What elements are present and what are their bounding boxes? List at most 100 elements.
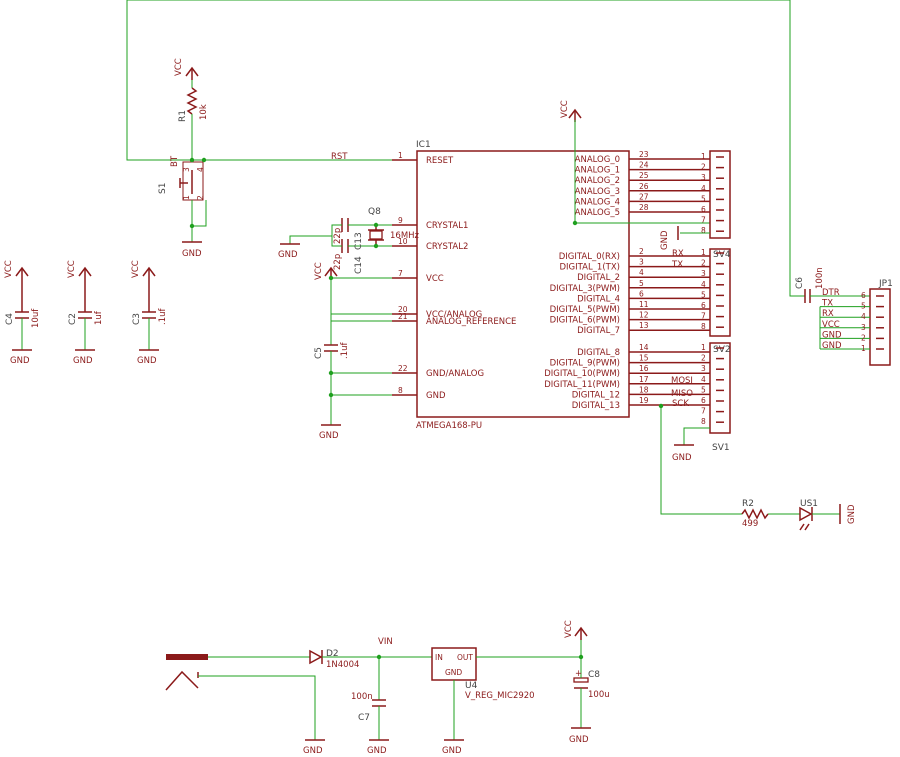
r1-resistor[interactable]: [186, 80, 198, 160]
q8-crystal[interactable]: [368, 225, 384, 246]
s1-pin-4: 4: [196, 167, 205, 172]
c3-name: C3: [132, 313, 142, 325]
ic1-pin-label: GND/ANALOG: [426, 369, 484, 379]
gnd-label-sv2: GND: [672, 453, 692, 463]
d2-diode[interactable]: [309, 649, 323, 665]
sv2-name: SV2: [713, 345, 731, 355]
ic1-pin-label: RESET: [426, 156, 454, 166]
miso-label: MISO: [671, 389, 693, 399]
ic1-pin-label: CRYSTAL2: [426, 242, 468, 252]
header-pin-number: 6: [701, 396, 706, 405]
u4-in: IN: [435, 653, 443, 662]
c4-vcc: VCC: [4, 260, 14, 278]
ic1-pin-label: ANALOG_REFERENCE: [426, 317, 516, 327]
gnd-label-c8: GND: [569, 735, 589, 745]
c6-capacitor[interactable]: [804, 289, 811, 303]
c3-capacitor[interactable]: [139, 266, 159, 351]
sv2-header[interactable]: [709, 342, 731, 434]
header-pin-number: 6: [701, 205, 706, 214]
gnd-symbol-s1: [182, 226, 202, 243]
ic1-pin-label: GND: [426, 391, 446, 401]
header-pin-number: 2: [701, 259, 706, 268]
ic1-pin-label: DIGITAL_4: [577, 294, 620, 304]
dc-jack[interactable]: [165, 654, 208, 691]
c4-value: 10uf: [31, 308, 41, 328]
jp1-pin-number: 3: [861, 323, 866, 332]
ic1-body[interactable]: [416, 150, 630, 418]
ic1-name: IC1: [416, 140, 431, 150]
r2-resistor[interactable]: [741, 508, 769, 520]
ic1-pin-label: VCC: [426, 274, 444, 284]
vcc-label-psu: VCC: [564, 620, 574, 638]
ic1-pin-number: 4: [639, 268, 644, 277]
ic1-pin-number: 12: [639, 311, 649, 320]
s1-switch[interactable]: [179, 161, 204, 201]
c6-name: C6: [795, 277, 805, 289]
r2-value: 499: [742, 519, 758, 529]
header-pin-number: 3: [701, 364, 706, 373]
c7-capacitor[interactable]: [372, 657, 386, 740]
us1-name: US1: [800, 499, 818, 509]
c2-value: 1uf: [94, 310, 104, 325]
crystal-gnd-wire: [289, 224, 342, 247]
c13-capacitor[interactable]: [341, 218, 353, 232]
c5-capacitor[interactable]: [324, 321, 338, 373]
sv-top-header[interactable]: [709, 150, 731, 239]
q8-value: 16MHz: [390, 231, 420, 241]
sv4-name: SV4: [713, 250, 731, 260]
s1-gnd-wire: [191, 200, 207, 227]
c14-name: C14: [354, 256, 364, 274]
ic1-pin-label: DIGITAL_1(TX): [559, 263, 620, 273]
dtr-loop-wire: [126, 0, 805, 297]
c8-plus: +: [575, 669, 582, 679]
c4-name: C4: [5, 313, 15, 325]
gnd-label-c7: GND: [367, 746, 387, 756]
ic1-pin-number: 13: [639, 321, 649, 330]
ic1-pin-number: 22: [398, 364, 408, 373]
sv1-name: SV1: [712, 443, 730, 453]
c14-capacitor[interactable]: [341, 239, 353, 253]
ic1-pin-number: 15: [639, 354, 649, 363]
c4-capacitor[interactable]: [12, 266, 32, 351]
d2-name: D2: [326, 649, 339, 659]
ic1-pin-label: ANALOG_1: [575, 166, 620, 176]
r2-name: R2: [742, 499, 754, 509]
ic1-pin-label: DIGITAL_8: [577, 348, 620, 358]
c2-capacitor[interactable]: [75, 266, 95, 351]
ic1-pin-number: 25: [639, 171, 649, 180]
header-pin-number: 1: [701, 248, 706, 257]
ic1-pin-label: DIGITAL_9(PWM): [550, 359, 620, 369]
c8-capacitor[interactable]: [573, 675, 589, 728]
s1-name: S1: [158, 183, 168, 194]
r1-name: R1: [178, 110, 188, 122]
d2-value: 1N4004: [326, 660, 359, 670]
c7-name: C7: [358, 713, 370, 723]
ic1-pin-number: 14: [639, 343, 649, 352]
gnd-label-u4: GND: [442, 746, 462, 756]
ic1-pin-label: VCC/ANALOG: [426, 310, 482, 320]
tx-label: TX: [671, 260, 683, 270]
rx-label: RX: [672, 249, 684, 259]
header-pin-number: 3: [701, 269, 706, 278]
ic1-pin-label: ANALOG_5: [575, 208, 620, 218]
sv4-header[interactable]: [709, 248, 731, 337]
ic1-pin-label: CRYSTAL1: [426, 221, 468, 231]
ic1-pin-number: 27: [639, 192, 649, 201]
jp1-net-label: TX: [821, 299, 833, 309]
us1-led[interactable]: [799, 506, 813, 531]
rst-label: RST: [331, 152, 348, 162]
u4-value: V_REG_MIC2920: [465, 691, 535, 701]
jack-wire: [198, 656, 316, 740]
header-pin-number: 4: [701, 375, 706, 384]
ic1-pin-label: DIGITAL_7: [577, 326, 620, 336]
jp1-net-label: GND: [822, 330, 842, 340]
vcc-label-header: VCC: [560, 100, 570, 118]
jp1-connector[interactable]: [869, 288, 891, 366]
vcc-symbol-r1: [185, 66, 199, 80]
header-pin-number: 1: [701, 343, 706, 352]
gnd-label-s1: GND: [182, 249, 202, 259]
header-pin-number: 2: [701, 163, 706, 172]
sck-led-wire: [660, 406, 742, 515]
c8-value: 100u: [588, 690, 610, 700]
